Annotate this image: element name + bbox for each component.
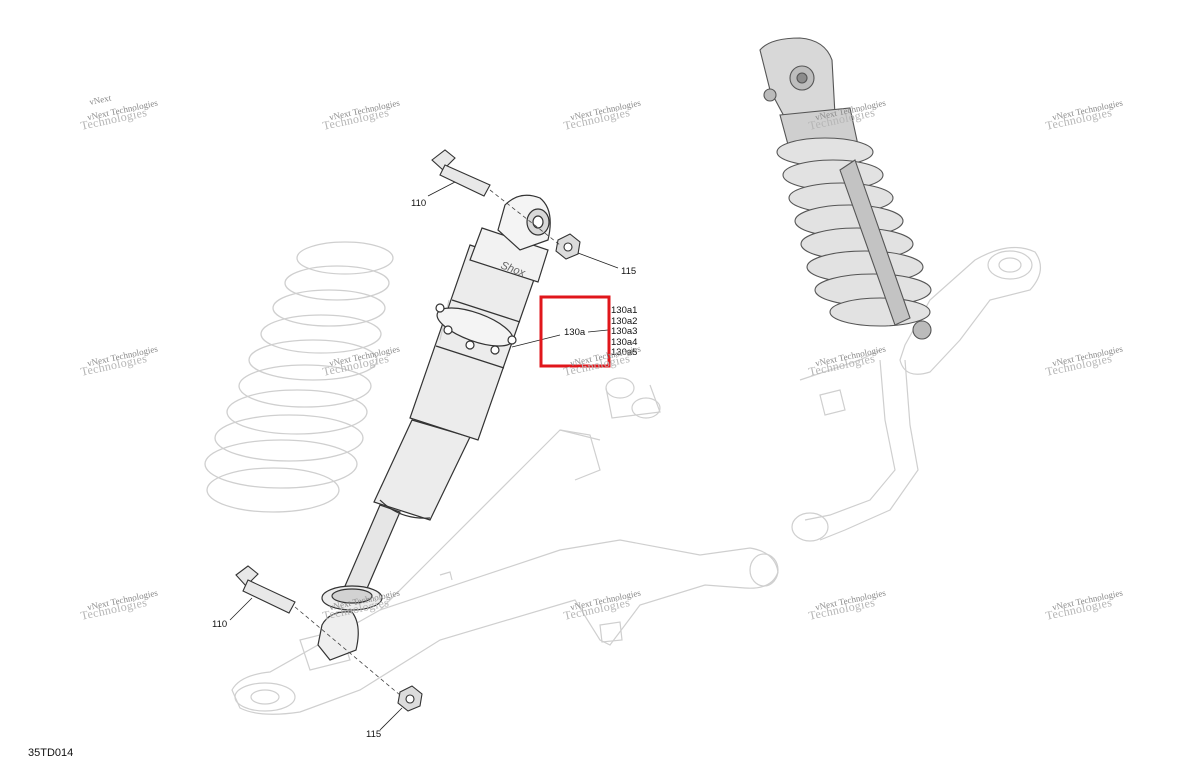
callout-130a3[interactable]: 130a3: [611, 326, 637, 337]
drawing-reference: 35TD014: [28, 747, 73, 759]
callout-110-top[interactable]: 110: [411, 198, 426, 209]
watermark-prefix: vNext: [88, 92, 112, 106]
callout-130a[interactable]: 130a: [564, 327, 586, 338]
callout-130a5[interactable]: 130a5: [611, 347, 637, 358]
callout-110-bottom[interactable]: 110: [212, 619, 227, 630]
assembly-axes: [294, 189, 561, 696]
ghost-spring-left: [204, 241, 394, 513]
callout-115-bottom[interactable]: 115: [366, 729, 381, 740]
bolt-bottom: [235, 565, 296, 614]
nut-bottom: [397, 685, 423, 712]
bolt-top: [431, 149, 491, 197]
ghost-right-assembly: [791, 246, 1041, 542]
callout-130a4[interactable]: 130a4: [611, 337, 637, 348]
assembled-coilover-right: [759, 37, 932, 340]
ghost-sleeve: [605, 377, 661, 419]
nut-top: [555, 233, 581, 260]
shock-absorber-exploded: Shox: [317, 194, 551, 661]
callout-130a1[interactable]: 130a1: [611, 305, 637, 316]
callout-130a2[interactable]: 130a2: [611, 316, 637, 327]
callout-115-top[interactable]: 115: [621, 266, 636, 277]
leader-lines: [229, 181, 619, 731]
highlight-box[interactable]: [539, 295, 611, 368]
ghost-lower-a-arm: [231, 429, 779, 715]
